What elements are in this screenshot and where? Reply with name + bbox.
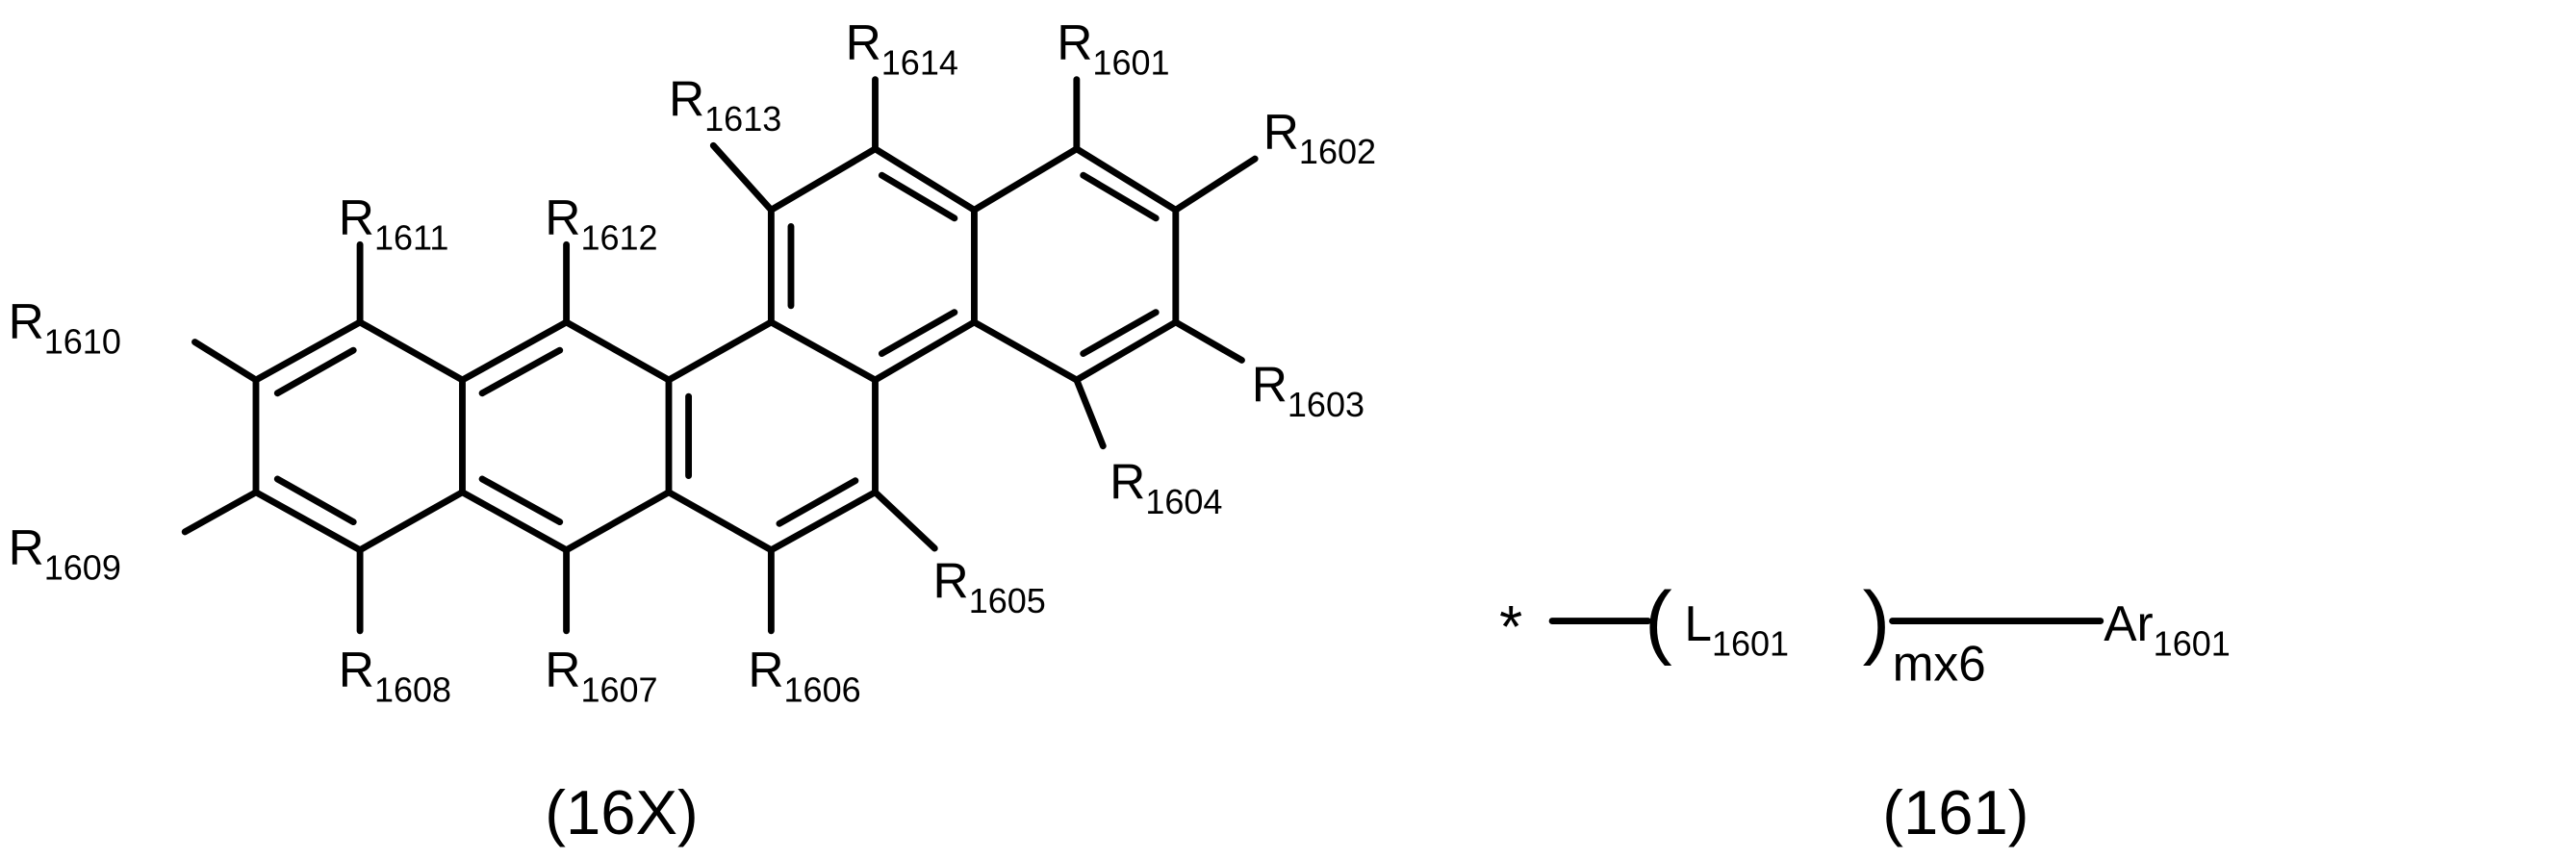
label-r1607: R1607 xyxy=(545,642,657,709)
caption-161: (161) xyxy=(1882,777,2028,847)
label-r1609: R1609 xyxy=(9,519,121,587)
label-r1604: R1604 xyxy=(1109,454,1222,521)
label-r1610: R1610 xyxy=(9,293,121,361)
aryl-label: Ar1601 xyxy=(2104,595,2231,663)
structure-161: * ( L1601 ) mx6 Ar1601 (161) xyxy=(1499,575,2231,847)
label-r1605: R1605 xyxy=(933,553,1046,620)
open-paren: ( xyxy=(1645,575,1672,668)
repeat-subscript: mx6 xyxy=(1893,635,1986,691)
label-r1612: R1612 xyxy=(545,189,657,257)
caption-16X: (16X) xyxy=(545,777,698,847)
label-r1613: R1613 xyxy=(669,70,781,138)
close-paren: ) xyxy=(1863,575,1891,668)
linker-label: L1601 xyxy=(1684,595,1789,663)
structure-16X-labels: R1611 R1612 R1610 R1609 R1608 R1607 R160… xyxy=(9,14,1376,847)
label-r1606: R1606 xyxy=(748,642,860,709)
label-r1601: R1601 xyxy=(1057,14,1169,82)
attachment-asterisk: * xyxy=(1499,594,1522,661)
label-r1603: R1603 xyxy=(1252,356,1365,423)
label-r1602: R1602 xyxy=(1263,104,1376,171)
label-r1608: R1608 xyxy=(339,642,451,709)
structure-16X-bonds xyxy=(185,80,1255,631)
label-r1614: R1614 xyxy=(846,14,958,82)
label-r1611: R1611 xyxy=(339,189,449,257)
